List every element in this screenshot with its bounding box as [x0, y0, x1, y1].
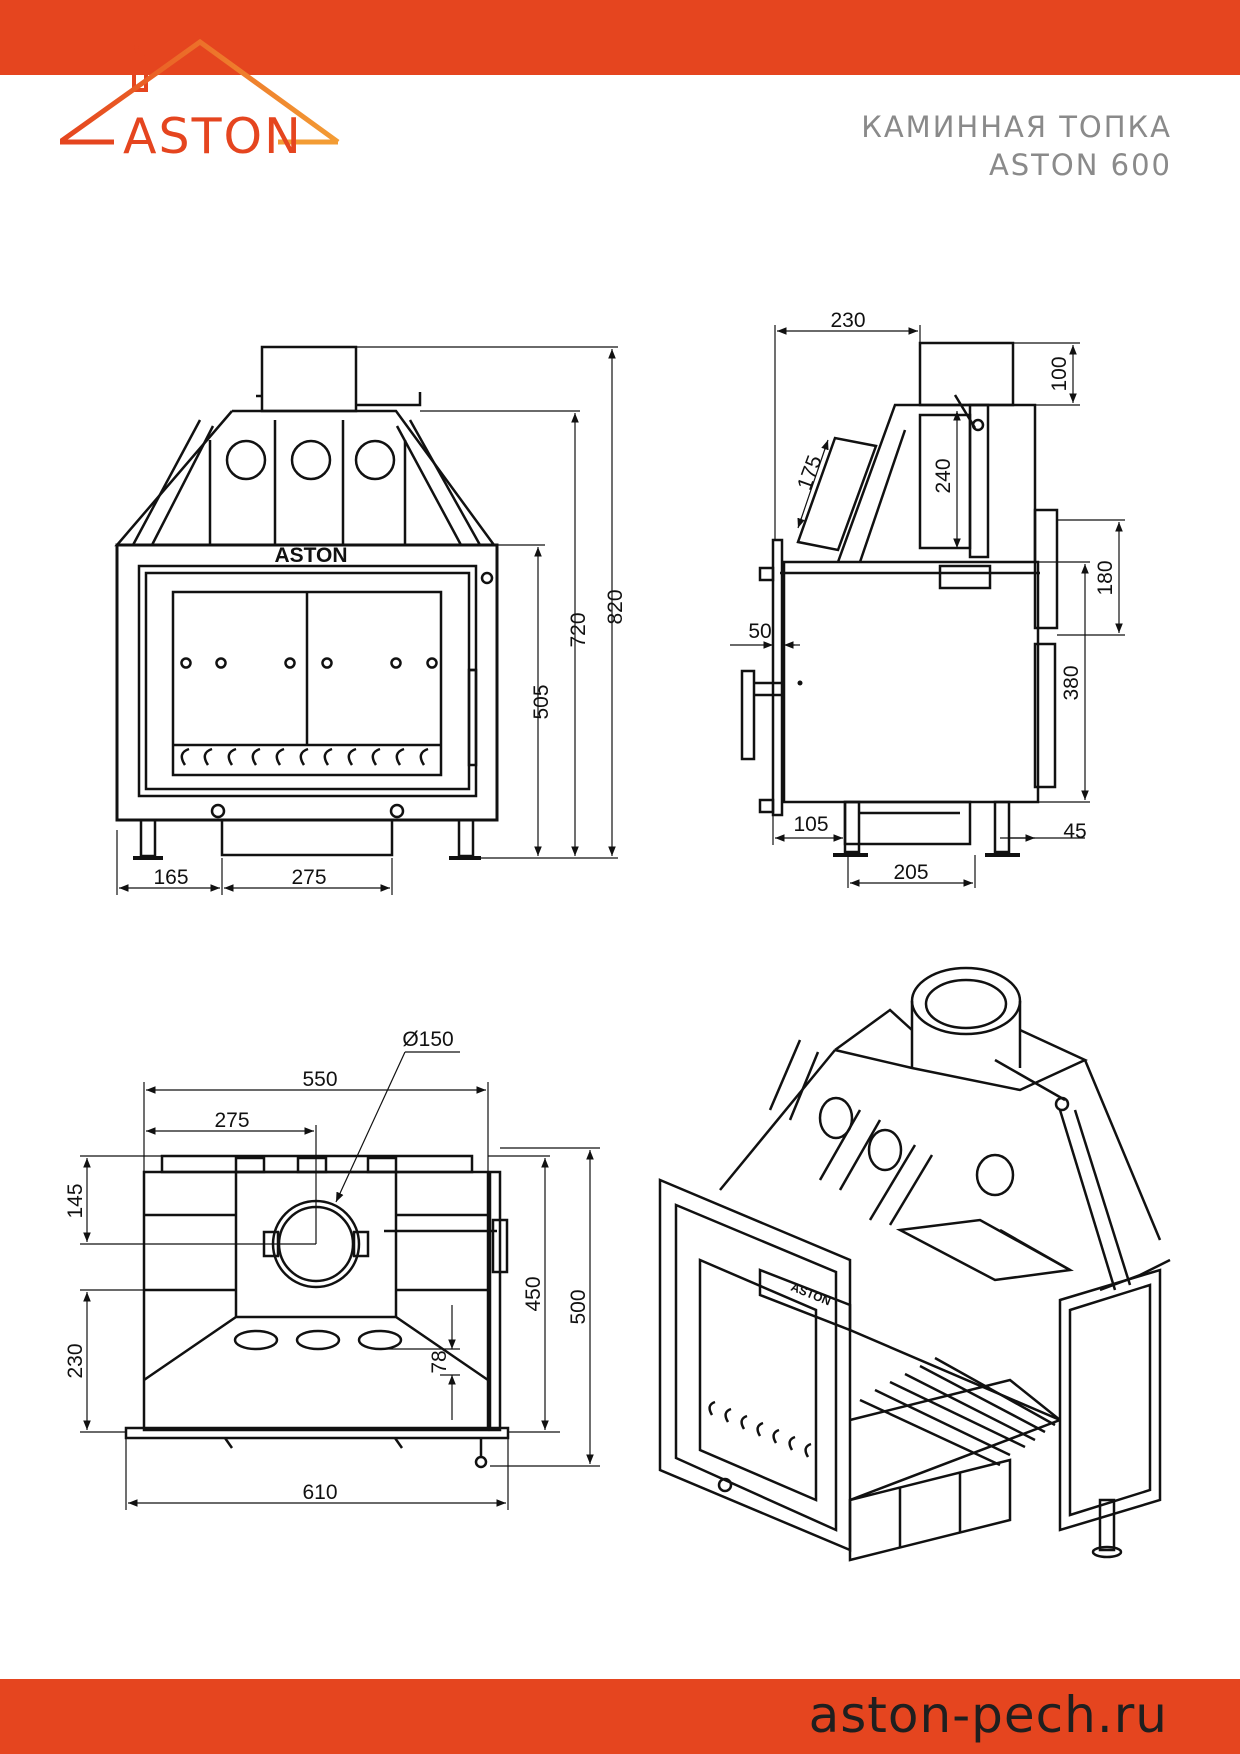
- top-view: Ø150 550 275 145 230 78 450 500 610: [64, 1028, 600, 1510]
- dim-base-width: 275: [291, 866, 326, 889]
- bottom-banner: [0, 1679, 1240, 1754]
- dim-height-total: 820: [604, 589, 627, 624]
- website-link[interactable]: aston-pech.ru: [808, 1686, 1168, 1744]
- dim-height-body: 720: [567, 612, 590, 647]
- dim-lower-rear: 380: [1060, 665, 1083, 700]
- dim-flue-center: 275: [214, 1109, 249, 1132]
- dim-flue-height: 100: [1048, 356, 1071, 391]
- dim-panel-slant: 175: [793, 452, 827, 493]
- title-line-1: КАМИННАЯ ТОПКА: [861, 110, 1172, 144]
- dim-offset-left: 165: [153, 866, 188, 889]
- dim-depth-inner: 450: [522, 1276, 545, 1311]
- dim-ash-box: 205: [893, 861, 928, 884]
- dim-flue-diameter: Ø150: [402, 1028, 453, 1051]
- dim-height-door: 505: [530, 684, 553, 719]
- dim-rear-leg: 45: [1063, 820, 1086, 843]
- dim-damper: 240: [932, 458, 955, 493]
- dim-depth-total: 500: [567, 1289, 590, 1324]
- side-view: 230 100 175 240 180 380 50 105 45 205: [730, 309, 1125, 888]
- dim-depth-top: 230: [830, 309, 865, 332]
- dim-hole-offset: 78: [428, 1350, 451, 1373]
- dim-rear-lower: 230: [64, 1343, 87, 1378]
- title-line-2: ASTON 600: [988, 148, 1172, 182]
- top-banner: [0, 0, 1240, 75]
- front-plate-logo: ASTON: [274, 544, 347, 567]
- dim-upper-rear: 180: [1094, 560, 1117, 595]
- svg-text:ASTON: ASTON: [789, 1280, 833, 1309]
- dim-width-inner: 550: [302, 1068, 337, 1091]
- aston-logo: [58, 30, 380, 170]
- dim-front-leg: 105: [793, 813, 828, 836]
- front-view: ASTON 820 720 505 165 275: [114, 345, 627, 895]
- dim-width-total: 610: [302, 1481, 337, 1504]
- page-title: КАМИННАЯ ТОПКА ASTON 600: [861, 108, 1172, 184]
- logo-wordmark: ASTON: [123, 108, 303, 165]
- dim-rear-upper: 145: [64, 1183, 87, 1218]
- isometric-view: ASTON: [658, 966, 1171, 1562]
- dim-door-offset: 50: [748, 620, 771, 643]
